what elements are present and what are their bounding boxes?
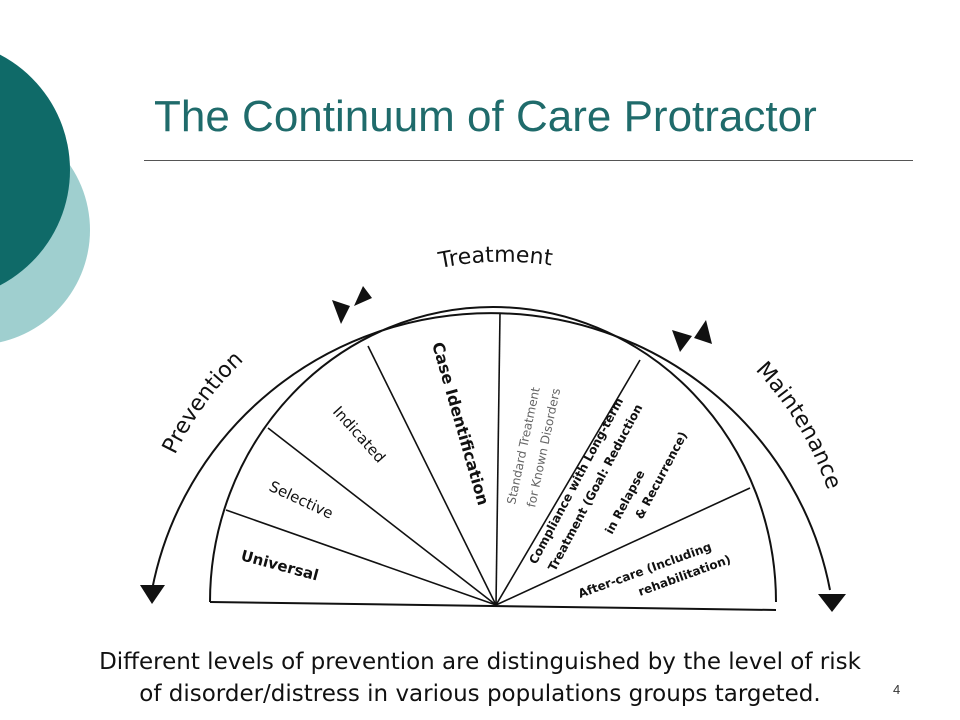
slide-caption: Different levels of prevention are disti… [0,646,960,710]
segment-universal-label: Universal [239,546,320,584]
maintenance-label: Maintenance [751,357,846,492]
left-arrowhead-icon [140,585,165,604]
segment-selective-label: Selective [266,477,336,522]
divider-line [495,487,751,606]
slide-title: The Continuum of Care Protractor [154,92,817,141]
caption-line-1: Different levels of prevention are disti… [99,649,861,675]
decorative-dark-circle [0,54,70,286]
inner-arc [209,306,777,603]
divider-line [267,427,497,606]
right-arrowhead-icon [818,594,846,612]
divider-line [367,345,497,606]
prevention-label: Prevention [158,347,248,458]
divider-line [495,359,641,606]
segment-indicated-label: Indicated [329,403,389,467]
slide-number: 4 [893,682,901,697]
outer-arc [151,312,831,591]
caption-line-2: of disorder/distress in various populati… [139,681,821,707]
divider-line [495,312,501,606]
segment-case-identification-label: Case Identification [428,340,493,508]
treatment-maintenance-marker-icon [672,320,712,352]
divider-line [225,509,497,606]
title-divider [144,160,913,161]
treatment-label: Treatment [436,243,555,274]
baseline [209,601,777,611]
prevention-treatment-marker-icon [332,286,372,324]
